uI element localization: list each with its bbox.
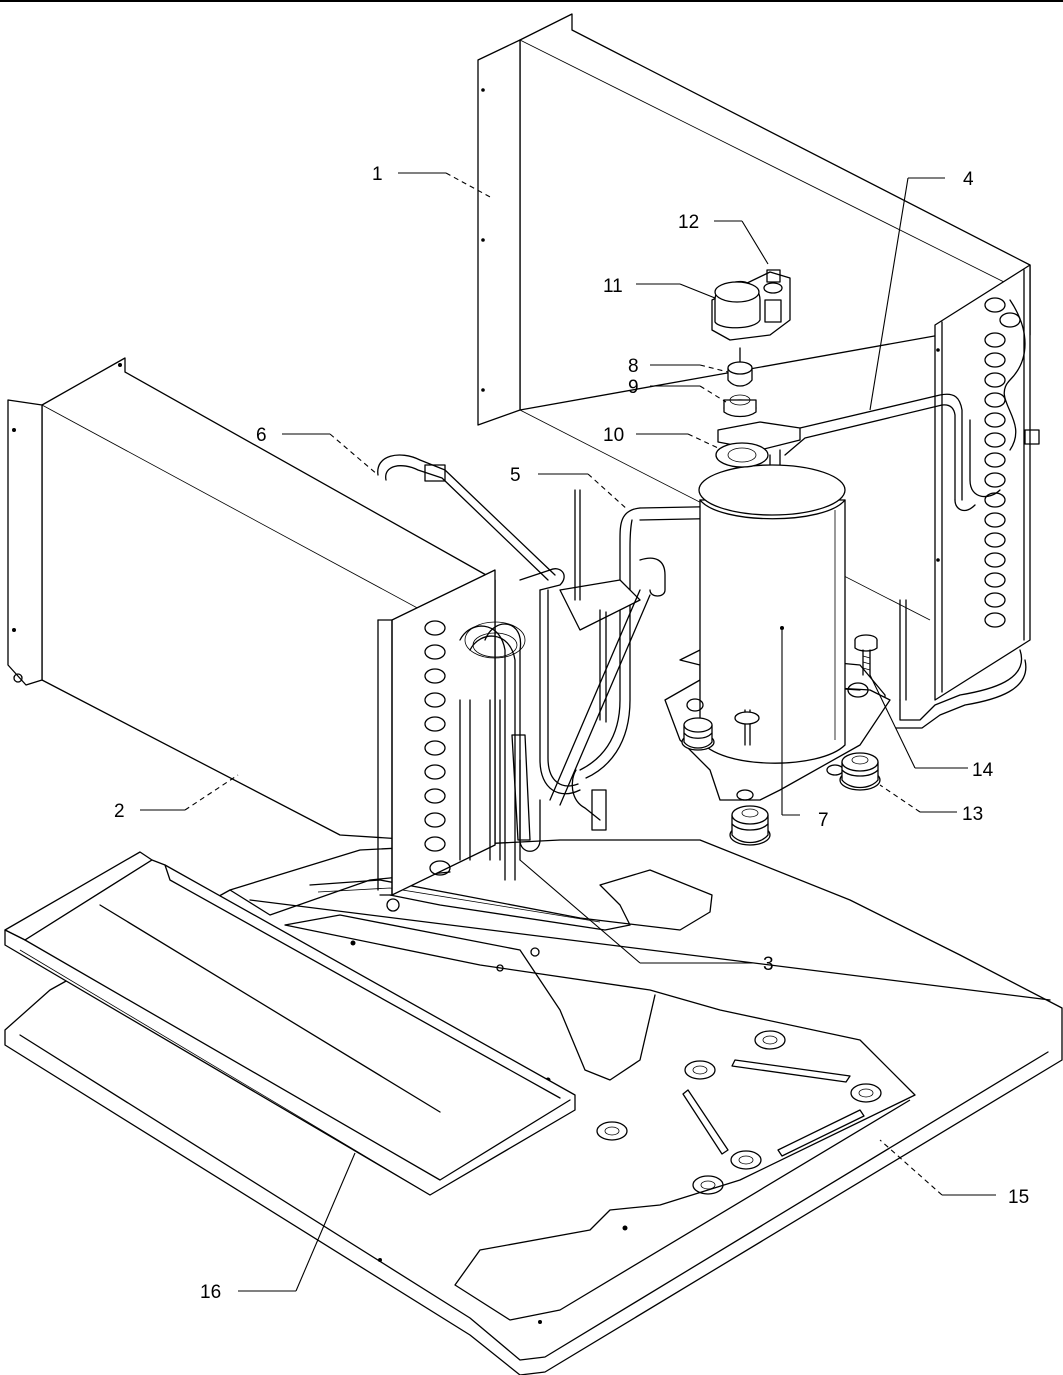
base-grommets: [596, 1030, 882, 1195]
mounting-bolt: [854, 634, 878, 676]
compressor-grommets: [681, 717, 881, 846]
callout-8: 8: [628, 356, 639, 377]
callout-3: 3: [763, 954, 774, 975]
callout-6: 6: [256, 425, 267, 446]
evaporator-coil: [377, 569, 531, 912]
drain-tray: [4, 851, 576, 1196]
leader-lines: [140, 172, 996, 1292]
callout-14: 14: [972, 760, 994, 781]
callout-1: 1: [372, 164, 383, 185]
callout-2: 2: [114, 801, 125, 822]
callout-7: 7: [818, 810, 829, 831]
callout-10: 10: [603, 425, 624, 446]
callout-13: 13: [962, 804, 983, 825]
terminal-cover: [711, 269, 791, 341]
terminal-parts: [723, 347, 757, 418]
refrigerant-lines: [377, 454, 766, 852]
callout-5: 5: [510, 465, 521, 486]
callout-4: 4: [963, 169, 974, 190]
right-condenser-coil: [895, 264, 1040, 729]
callout-12: 12: [678, 212, 699, 233]
callout-9: 9: [628, 377, 639, 398]
callout-labels: 1 2 3 4 5 6 7 8 9 10 11 12 13 14 15 16: [114, 164, 1029, 1303]
side-panel: [7, 357, 496, 846]
callout-11: 11: [603, 276, 623, 297]
callout-15: 15: [1008, 1187, 1029, 1208]
callout-16: 16: [200, 1282, 221, 1303]
top-panel: [477, 13, 1031, 621]
